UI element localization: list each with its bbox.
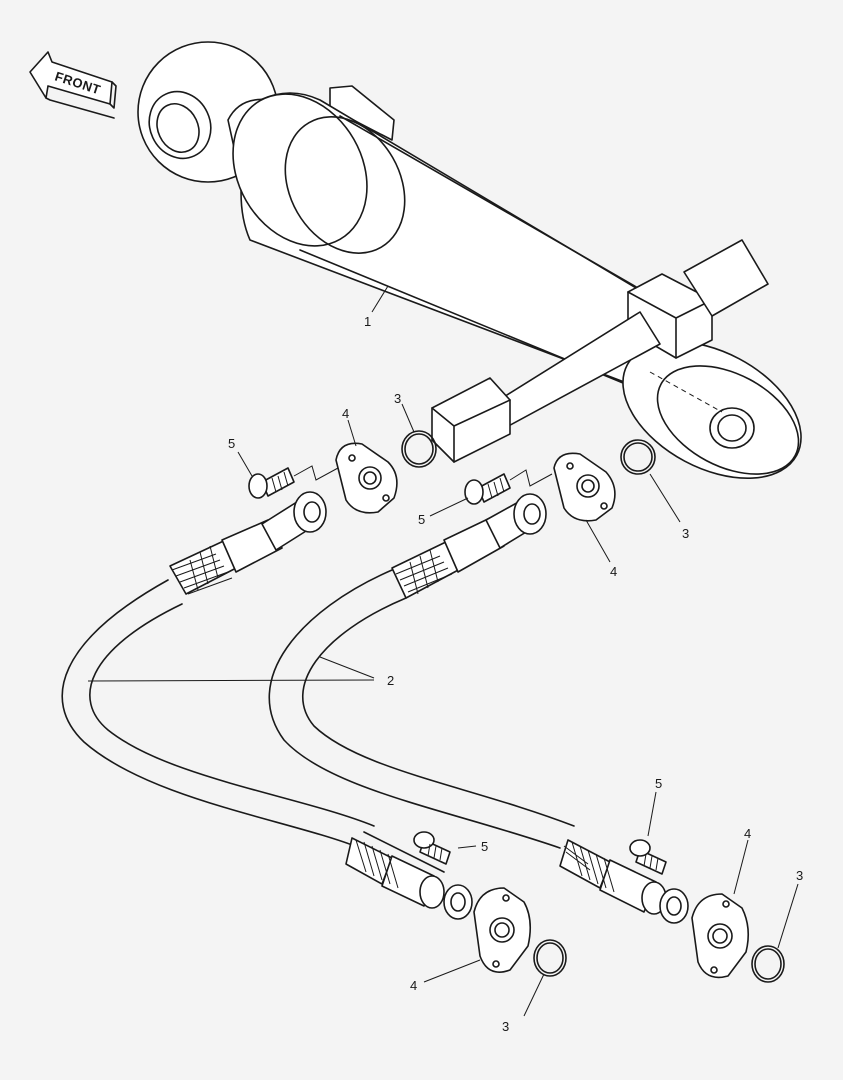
o-ring-4 — [751, 945, 785, 983]
callout-4-bottom-left: 4 — [410, 978, 417, 993]
callout-labels: 1 2 3 3 3 3 4 4 4 4 5 5 5 5 — [228, 314, 803, 1034]
flange-3 — [473, 887, 532, 973]
hose-left-bottom-flange — [443, 884, 473, 920]
cap-screws — [248, 465, 667, 875]
callout-3-bottom-right: 3 — [796, 868, 803, 883]
o-ring-2 — [620, 439, 656, 475]
hose-left-top-flange — [293, 491, 327, 533]
callout-5-top-left: 5 — [228, 436, 235, 451]
split-flanges — [335, 442, 750, 979]
callout-1: 1 — [364, 314, 371, 329]
callout-4-top-left: 4 — [342, 406, 349, 421]
o-ring-1 — [401, 430, 437, 468]
callout-3-bottom-left: 3 — [502, 1019, 509, 1034]
callout-leaders — [87, 285, 799, 1017]
hydraulic-cylinder — [137, 41, 802, 480]
callout-5-top-right: 5 — [418, 512, 425, 527]
flange-4 — [691, 893, 750, 979]
front-arrow: FRONT — [29, 51, 117, 119]
flange-2 — [553, 452, 616, 522]
callout-4-top-right: 4 — [610, 564, 617, 579]
callout-5-bottom-right: 5 — [655, 776, 662, 791]
hose-assembly-left — [61, 491, 473, 920]
callout-5-bottom-left: 5 — [481, 839, 488, 854]
o-ring-3 — [533, 939, 567, 977]
hose-right-top-flange — [513, 493, 547, 535]
screw-4 — [629, 839, 667, 875]
hose-assembly-right — [268, 493, 689, 924]
cylinder-collar — [232, 93, 368, 247]
callout-2: 2 — [387, 673, 394, 688]
screw-2 — [464, 469, 553, 505]
hose-right-bottom-flange — [659, 888, 689, 924]
callout-3-top-right: 3 — [682, 526, 689, 541]
screw-3 — [413, 831, 451, 865]
cylinder-top-block — [329, 85, 395, 141]
pin-end-block — [431, 377, 511, 463]
rod-eye-bore — [709, 407, 755, 449]
flange-1 — [335, 442, 398, 514]
o-rings — [401, 430, 785, 983]
callout-4-bottom-right: 4 — [744, 826, 751, 841]
hose-left-bottom-fitting — [419, 875, 445, 909]
screw-1 — [248, 465, 339, 499]
callout-3-top-left: 3 — [394, 391, 401, 406]
